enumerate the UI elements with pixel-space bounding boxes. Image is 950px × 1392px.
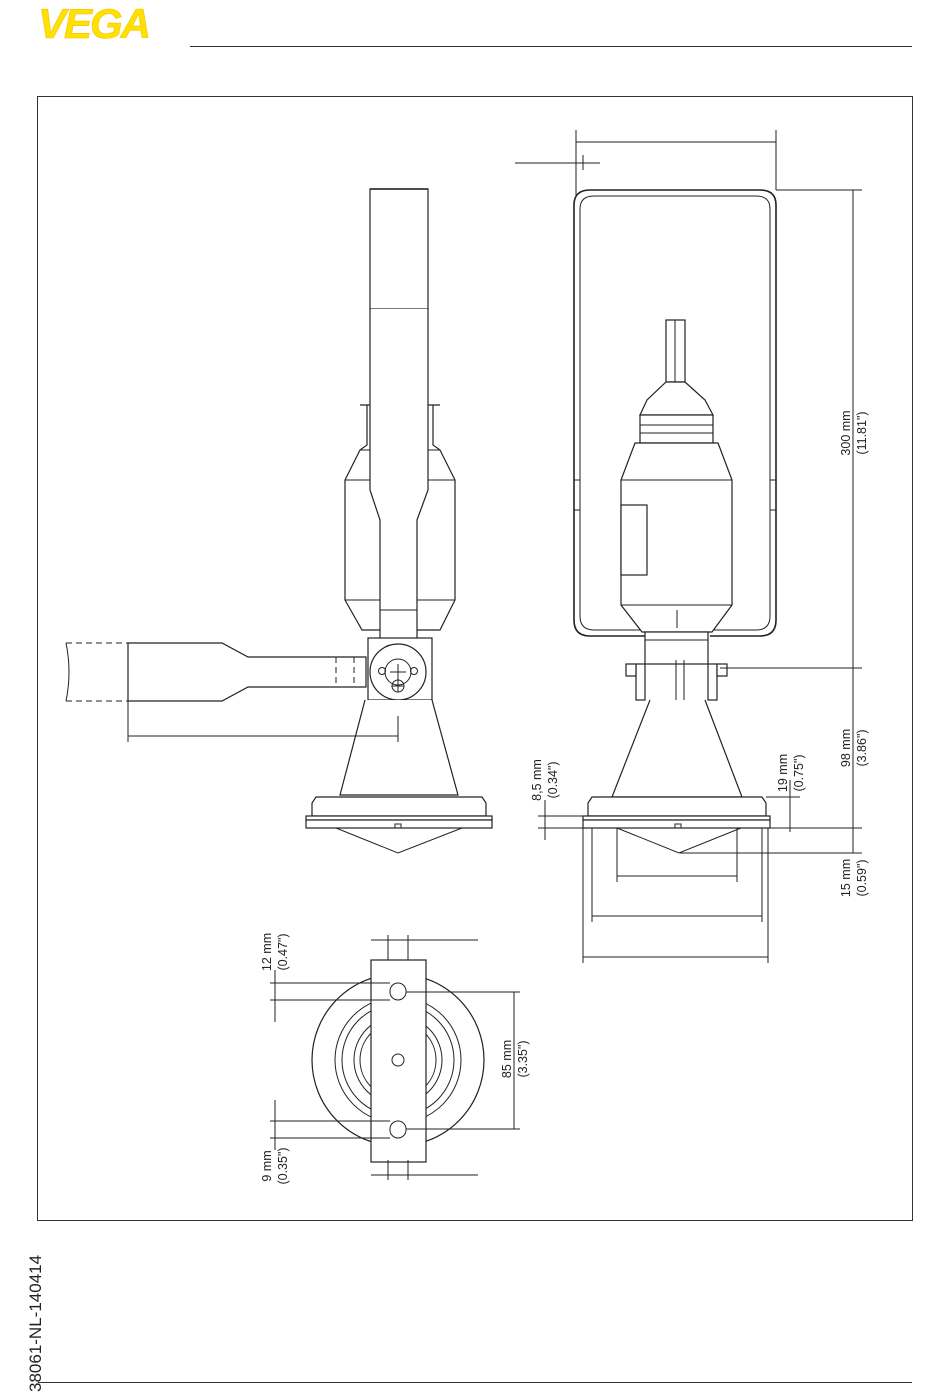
svg-text:(0.35"): (0.35") — [276, 1147, 290, 1184]
side-view — [66, 189, 492, 853]
svg-text:8,5 mm: 8,5 mm — [530, 759, 544, 801]
svg-text:300 mm: 300 mm — [839, 410, 853, 455]
svg-text:(11.81"): (11.81") — [855, 411, 869, 454]
svg-text:(0.75"): (0.75") — [792, 754, 806, 791]
label-15mm: 15 mm (0.59") — [839, 859, 869, 897]
svg-text:15 mm: 15 mm — [839, 859, 853, 897]
svg-text:85 mm: 85 mm — [500, 1040, 514, 1078]
front-view — [515, 130, 862, 963]
footer-rule — [38, 1382, 912, 1383]
label-98mm: 98 mm (3.86") — [839, 729, 869, 767]
svg-text:(0.47"): (0.47") — [276, 933, 290, 970]
top-view — [270, 935, 520, 1180]
document-id: 38061-NL-140414 — [26, 1212, 50, 1392]
svg-text:98 mm: 98 mm — [839, 729, 853, 767]
svg-text:(3.86"): (3.86") — [855, 729, 869, 766]
label-9mm: 9 mm (0.35") — [260, 1147, 290, 1184]
label-12mm: 12 mm (0.47") — [260, 933, 290, 971]
svg-text:12 mm: 12 mm — [260, 933, 274, 971]
svg-text:9 mm: 9 mm — [260, 1150, 274, 1181]
svg-text:(3.35"): (3.35") — [516, 1040, 530, 1077]
svg-text:(0.34"): (0.34") — [546, 761, 560, 798]
label-8-5mm: 8,5 mm (0.34") — [530, 759, 560, 801]
label-19mm: 19 mm (0.75") — [776, 754, 806, 792]
svg-text:19 mm: 19 mm — [776, 754, 790, 792]
label-300mm: 300 mm (11.81") — [839, 410, 869, 455]
svg-text:(0.59"): (0.59") — [855, 859, 869, 896]
label-85mm: 85 mm (3.35") — [500, 1040, 530, 1078]
